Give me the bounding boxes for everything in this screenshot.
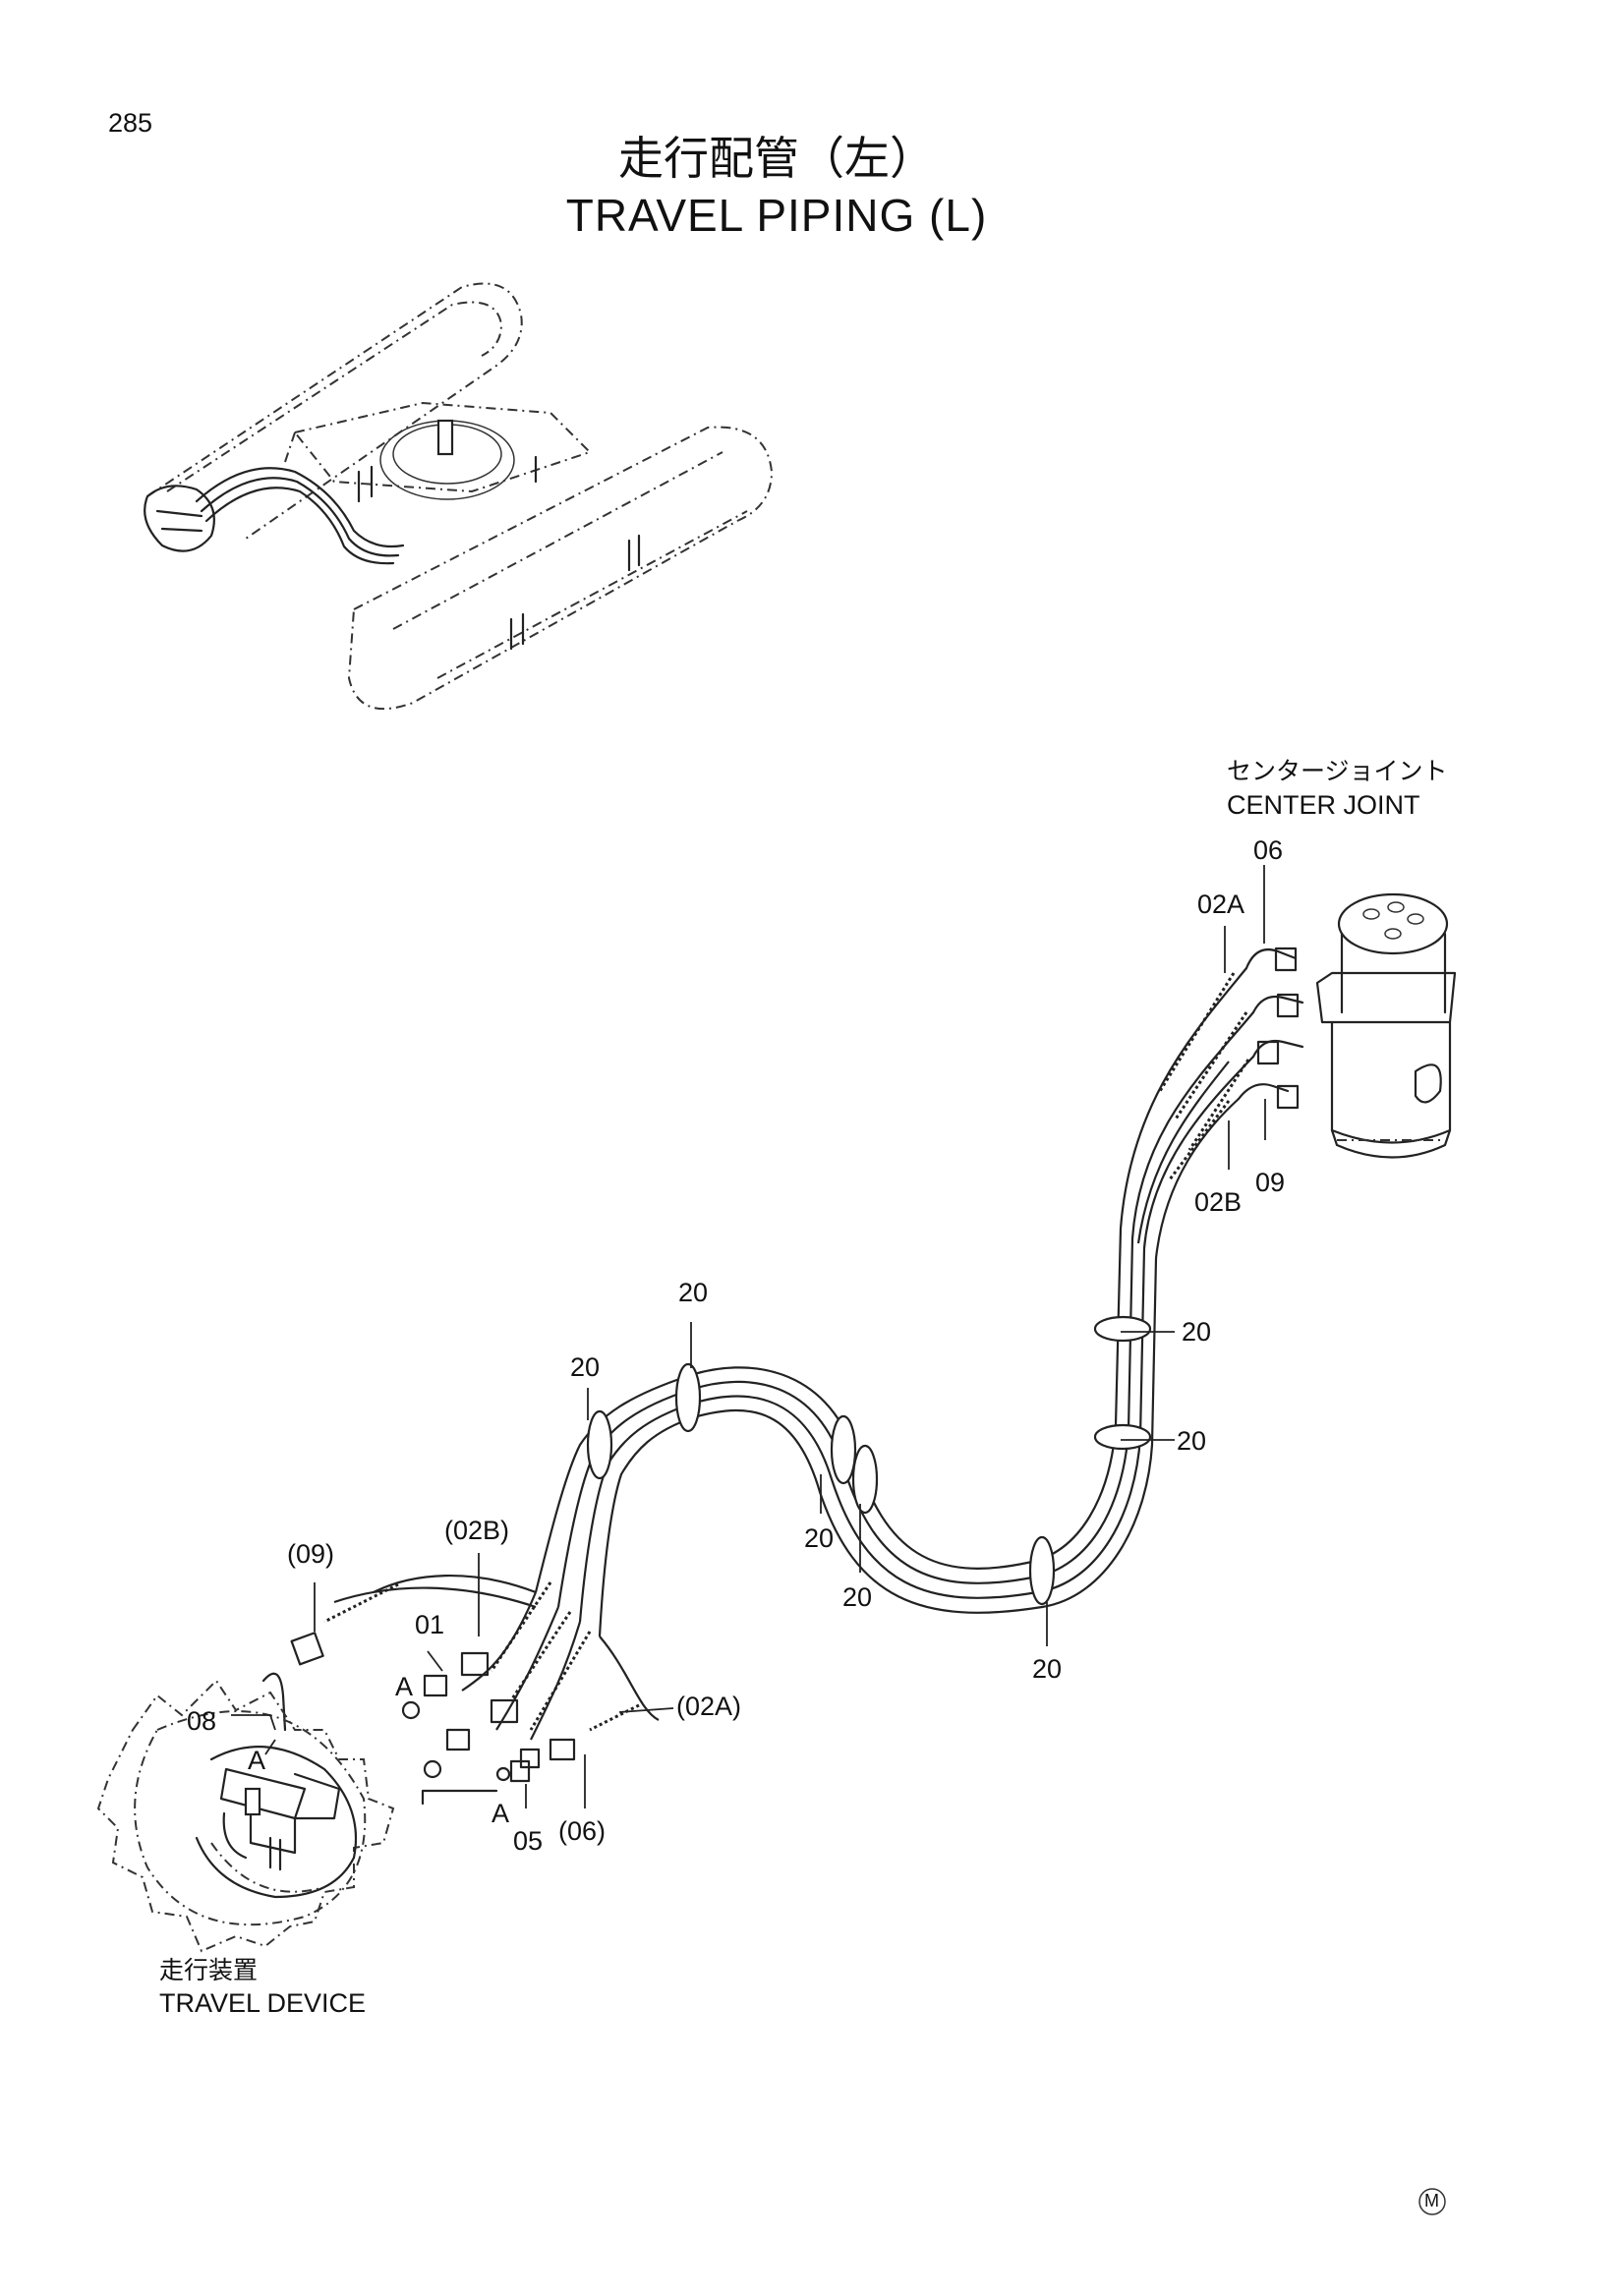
callout-a-upper: A [395,1672,414,1701]
callout-06: 06 [1253,835,1284,865]
center-joint-label-english: CENTER JOINT [1227,790,1420,820]
leader-lines [231,865,1266,1808]
page-title-english: TRAVEL PIPING (L) [565,190,988,241]
callout-20-bottom: 20 [1032,1654,1063,1684]
center-joint-label-japanese: センタージョイント [1227,757,1448,785]
callout-02a-paren: (02A) [676,1692,742,1721]
fittings-group [261,1632,576,1806]
callout-20-right-lower: 20 [1177,1426,1207,1456]
callout-09-paren: (09) [287,1539,335,1569]
page-title-japanese: 走行配管（左） [618,132,935,185]
center-joint-illustration [1237,892,1457,1159]
hose-clamps [586,1315,1152,1606]
callout-06-paren: (06) [558,1816,607,1846]
hose-bundle [323,967,1254,1741]
callout-a-lower: A [492,1799,510,1828]
callout-08: 08 [187,1706,217,1736]
travel-device-label-english: TRAVEL DEVICE [159,1988,367,2018]
registered-mark-circle [1418,2188,1446,2215]
callout-20-mid-a: 20 [804,1523,835,1553]
travel-device-label-japanese: 走行装置 [159,1956,259,1984]
callout-09: 09 [1255,1168,1286,1197]
callout-05: 05 [513,1826,544,1856]
page-number: 285 [108,108,153,138]
callout-02b-paren: (02B) [444,1516,510,1545]
callout-02a: 02A [1197,890,1245,919]
callout-20-mid-b: 20 [842,1582,873,1612]
travel-device-illustration [96,1679,395,1953]
callout-01: 01 [415,1610,445,1639]
callout-20-top: 20 [678,1278,709,1307]
callout-20-right-upper: 20 [1182,1317,1212,1347]
callout-a-middle: A [248,1746,266,1775]
registered-mark-letter: M [1424,2191,1439,2210]
callout-02b: 02B [1194,1187,1243,1217]
undercarriage-overview-illustration [144,282,774,711]
callout-20-left: 20 [570,1352,601,1382]
